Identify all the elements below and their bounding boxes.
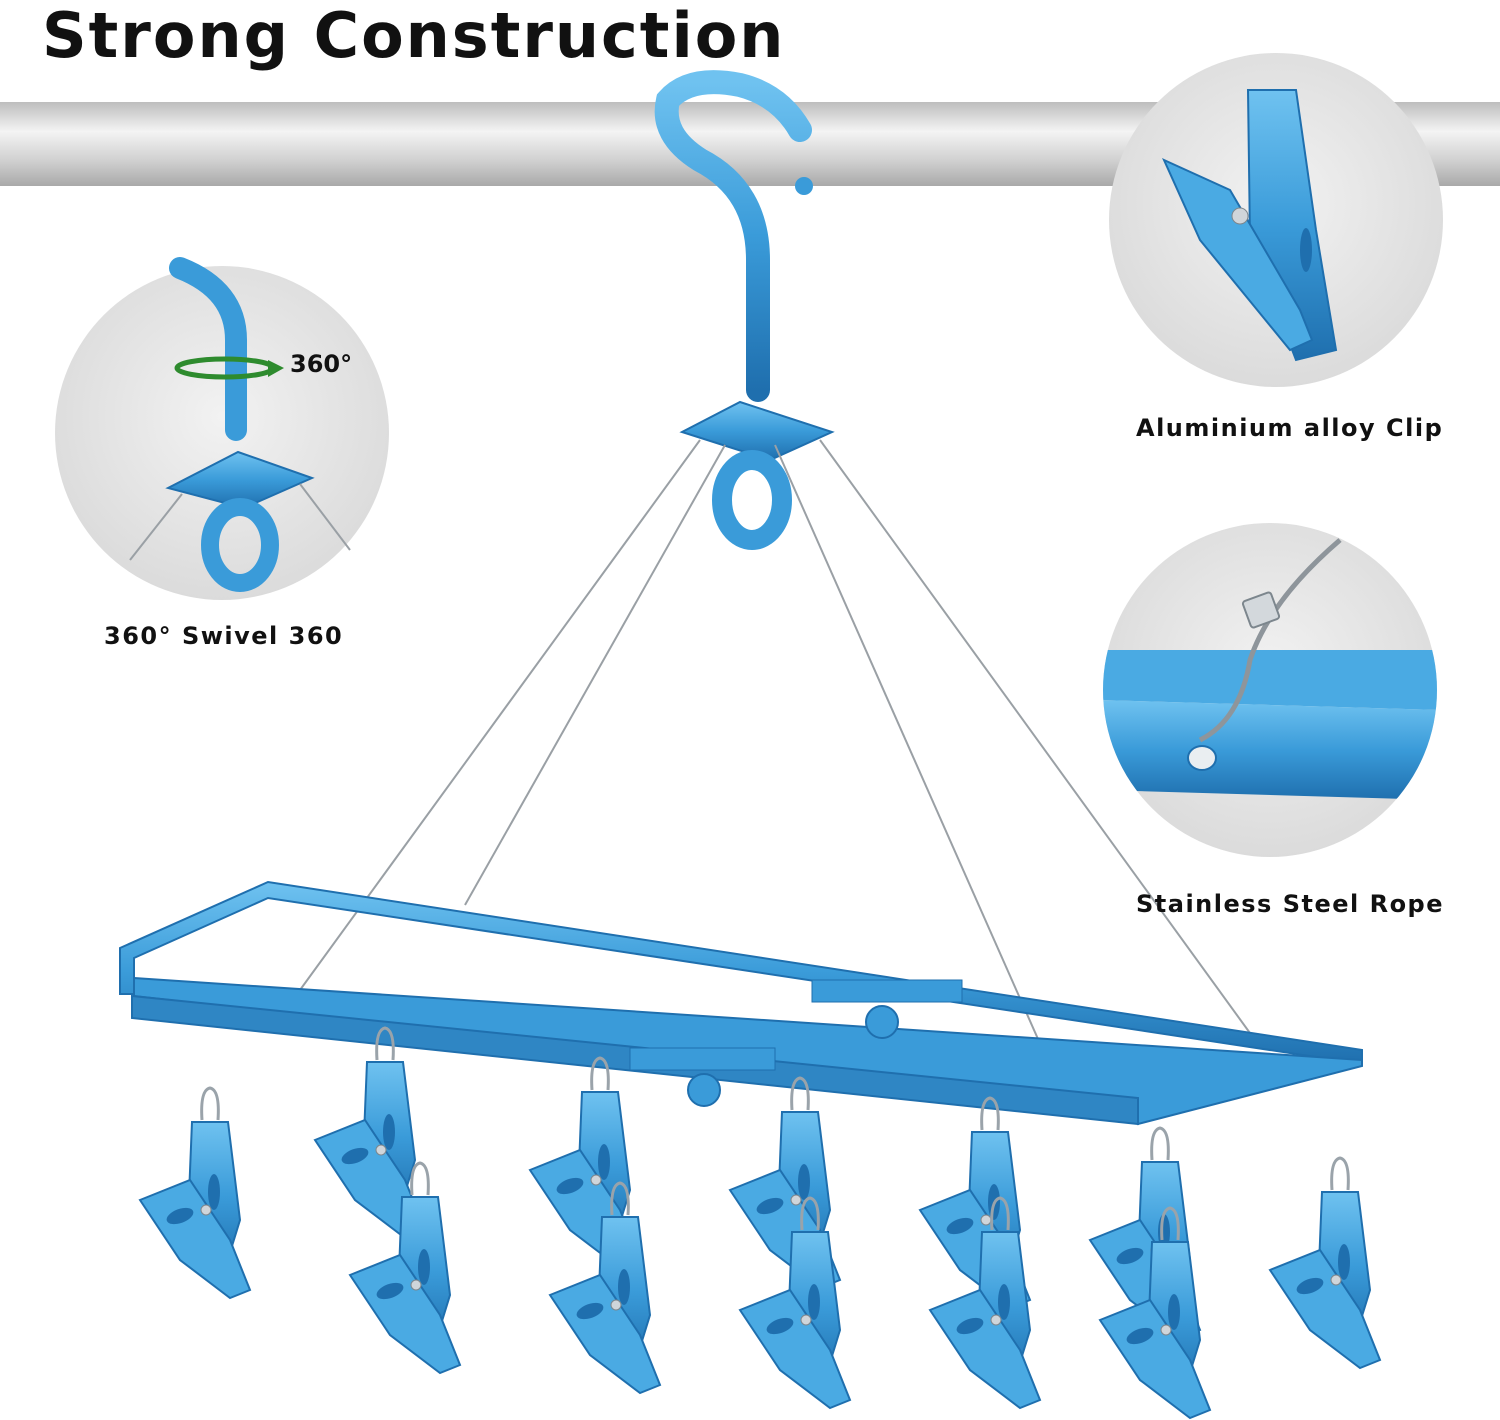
aluminum-frame: [119, 880, 1363, 1126]
swivel-eye: [712, 450, 792, 550]
swivel-caption: 360° Swivel 360: [104, 622, 344, 650]
arrow-head-icon: [268, 360, 284, 377]
rotation-degree-label: 360°: [290, 350, 353, 378]
s-hook: [654, 70, 812, 402]
clip-detail-circle: [1109, 53, 1443, 387]
swivel-plate: [679, 400, 835, 462]
rope-caption: Stainless Steel Rope: [1136, 890, 1445, 918]
clip-caption: Aluminium alloy Clip: [1136, 414, 1444, 442]
rope-detail-circle: [1103, 523, 1437, 857]
headline: Strong Construction: [42, 0, 786, 72]
swivel-detail-circle: [55, 257, 389, 600]
